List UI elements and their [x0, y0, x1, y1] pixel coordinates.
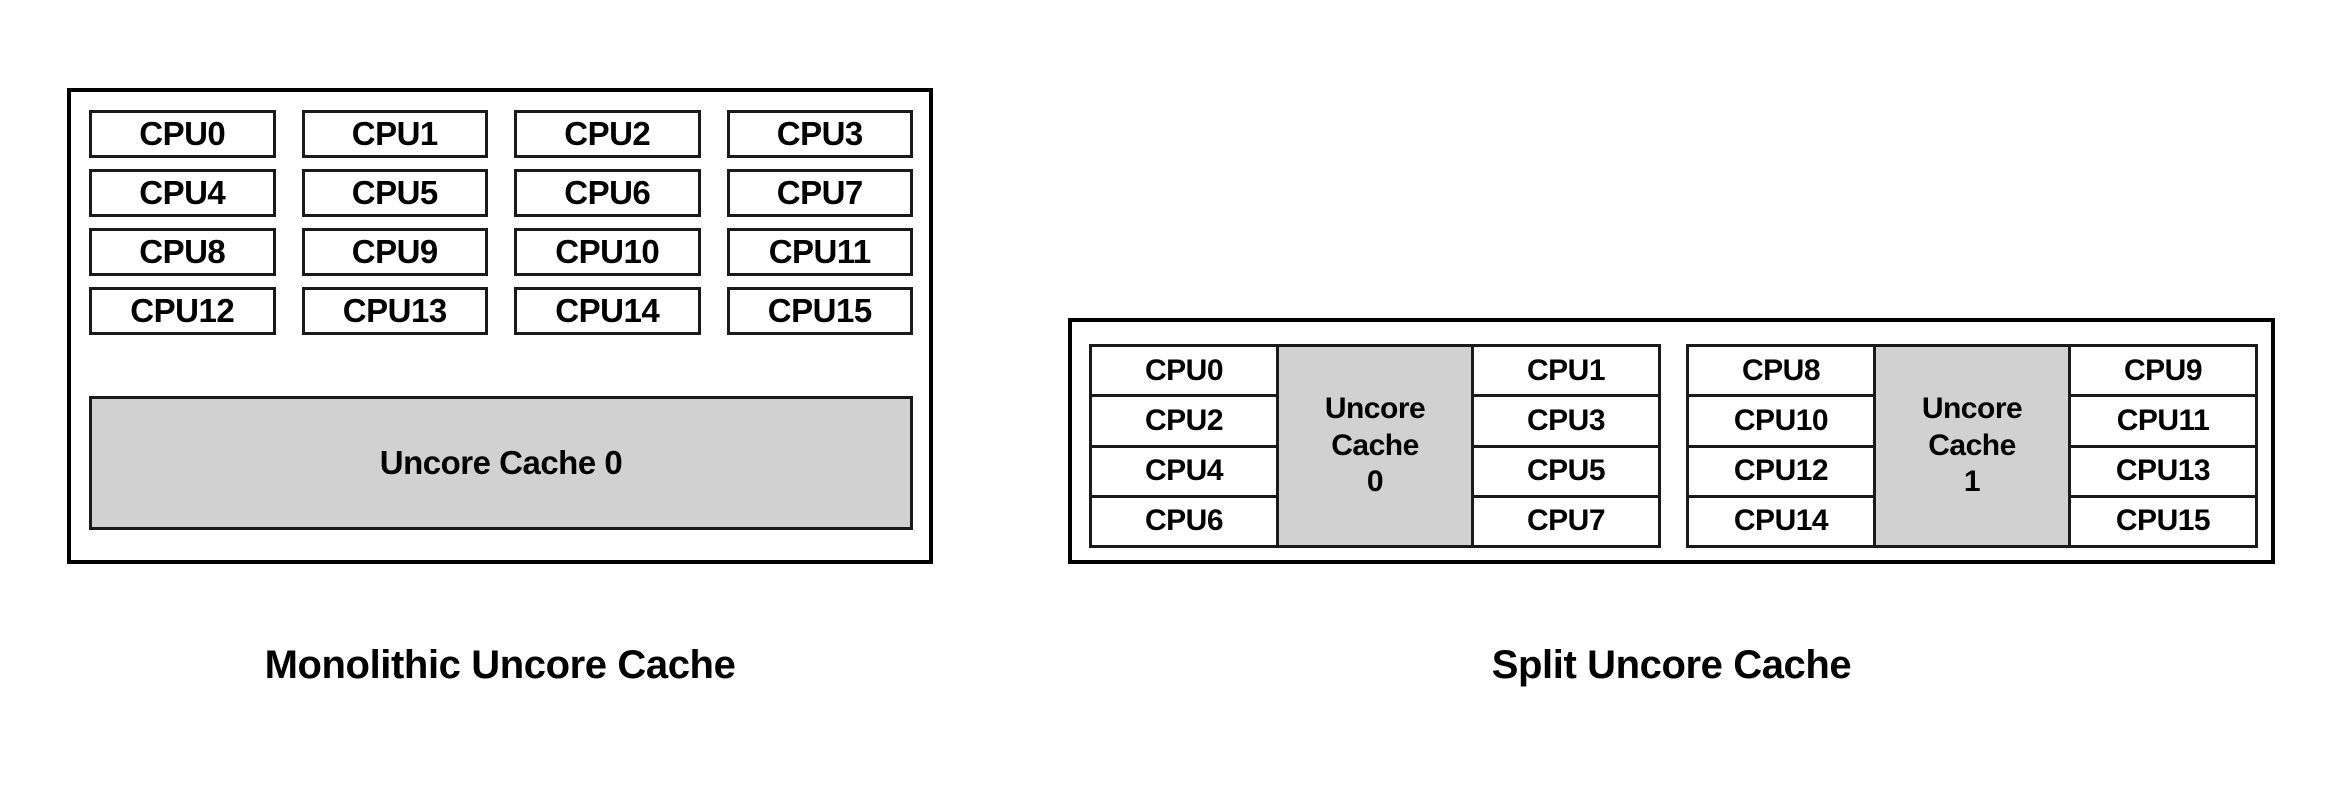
cpu-box: CPU4	[89, 169, 276, 217]
split-cpu-column-right: CPU9 CPU11 CPU13 CPU15	[2068, 344, 2258, 548]
cpu-box: CPU15	[726, 287, 913, 335]
split-uncore-cache-diagram: CPU0 CPU2 CPU4 CPU6 Uncore Cache 0 CPU1 …	[1068, 318, 2275, 564]
monolithic-cpu-grid: CPU0 CPU1 CPU2 CPU3 CPU4 CPU5 CPU6 CPU7 …	[89, 110, 913, 335]
cpu-box: CPU6	[514, 169, 701, 217]
uncore-cache-box: Uncore Cache 0	[1276, 344, 1474, 548]
uncore-cache-box: Uncore Cache 1	[1873, 344, 2071, 548]
cpu-box: CPU8	[89, 228, 276, 276]
uncore-cache-label-line1: Uncore	[1324, 392, 1426, 426]
uncore-cache-label-line2: Cache	[1928, 428, 2016, 462]
cpu-box: CPU11	[726, 228, 913, 276]
uncore-cache-label-line2: Cache	[1331, 428, 1419, 462]
cpu-box: CPU7	[1471, 494, 1661, 548]
cpu-box: CPU14	[514, 287, 701, 335]
cpu-box: CPU13	[2068, 444, 2258, 498]
monolithic-diagram-caption: Monolithic Uncore Cache	[264, 643, 736, 687]
cpu-box: CPU11	[2068, 394, 2258, 448]
cpu-box: CPU1	[1471, 344, 1661, 398]
cpu-box: CPU5	[301, 169, 488, 217]
cpu-box: CPU1	[301, 110, 488, 158]
cpu-box: CPU3	[726, 110, 913, 158]
cpu-box: CPU0	[89, 110, 276, 158]
cpu-box: CPU4	[1089, 444, 1279, 498]
cpu-box: CPU5	[1471, 444, 1661, 498]
split-cpu-column-left: CPU0 CPU2 CPU4 CPU6	[1089, 344, 1279, 548]
cpu-box: CPU7	[726, 169, 913, 217]
split-cpu-column-left: CPU8 CPU10 CPU12 CPU14	[1686, 344, 1876, 548]
cpu-box: CPU0	[1089, 344, 1279, 398]
cpu-box: CPU9	[2068, 344, 2258, 398]
split-diagram-caption: Split Uncore Cache	[1491, 643, 1852, 687]
cpu-box: CPU3	[1471, 394, 1661, 448]
cpu-box: CPU12	[89, 287, 276, 335]
split-cache-group: CPU0 CPU2 CPU4 CPU6 Uncore Cache 0 CPU1 …	[1089, 344, 1667, 548]
cpu-box: CPU15	[2068, 494, 2258, 548]
uncore-cache-label-line1: Uncore	[1921, 392, 2023, 426]
cpu-box: CPU2	[514, 110, 701, 158]
cpu-box: CPU10	[514, 228, 701, 276]
cpu-box: CPU13	[301, 287, 488, 335]
split-cache-group: CPU8 CPU10 CPU12 CPU14 Uncore Cache 1 CP…	[1686, 344, 2264, 548]
cpu-box: CPU6	[1089, 494, 1279, 548]
split-cpu-column-right: CPU1 CPU3 CPU5 CPU7	[1471, 344, 1661, 548]
uncore-cache-box: Uncore Cache 0	[89, 396, 913, 530]
cpu-box: CPU10	[1686, 394, 1876, 448]
cpu-box: CPU8	[1686, 344, 1876, 398]
uncore-cache-label-line3: 0	[1366, 465, 1384, 499]
cpu-box: CPU12	[1686, 444, 1876, 498]
uncore-cache-label-line3: 1	[1963, 465, 1981, 499]
cpu-box: CPU2	[1089, 394, 1279, 448]
cpu-box: CPU9	[301, 228, 488, 276]
cpu-box: CPU14	[1686, 494, 1876, 548]
monolithic-uncore-cache-diagram: CPU0 CPU1 CPU2 CPU3 CPU4 CPU5 CPU6 CPU7 …	[67, 88, 933, 564]
